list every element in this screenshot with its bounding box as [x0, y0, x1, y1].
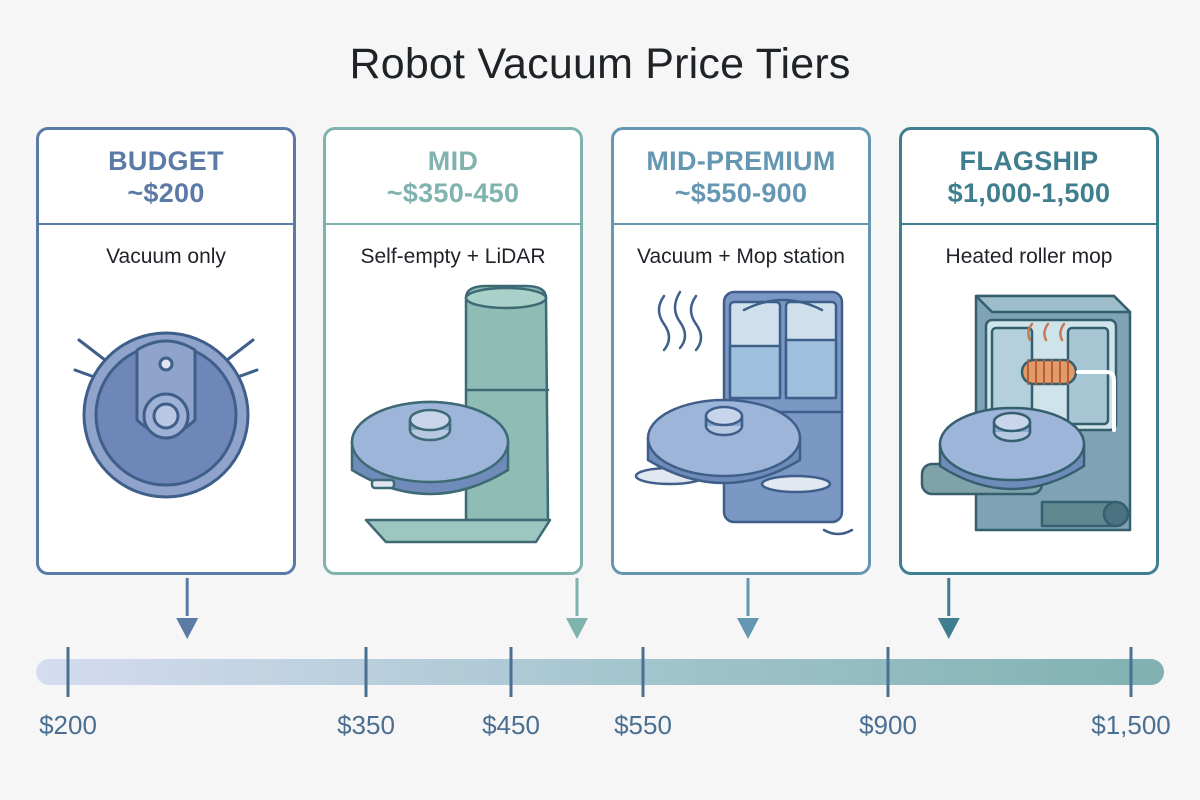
tier-card-budget: BUDGET ~$200 Vacuum only [36, 127, 296, 575]
tier-card-flagship: FLAGSHIP $1,000-1,500 Heated roller mop [899, 127, 1159, 575]
tier-price: ~$550-900 [674, 177, 808, 208]
mop-station-icon [634, 290, 854, 536]
page-title: Robot Vacuum Price Tiers [349, 40, 851, 88]
tier-card-mid-premium: MID-PREMIUM ~$550-900 Vacuum + Mop stati… [611, 127, 871, 575]
tier-pointer-arrow [737, 578, 759, 639]
tier-name: FLAGSHIP [959, 145, 1099, 176]
tier-name: BUDGET [108, 145, 224, 176]
tier-pointer-arrow [937, 578, 960, 639]
tier-card-mid: MID ~$350-450 Self-empty + LiDAR [323, 127, 583, 575]
tier-feature: Self-empty + LiDAR [360, 245, 546, 268]
tier-feature: Vacuum only [106, 245, 226, 268]
timeline-price-label: $450 [482, 710, 540, 740]
tier-card-header: MID ~$350-450 [326, 130, 580, 225]
tier-feature: Heated roller mop [945, 245, 1113, 268]
tier-name: MID-PREMIUM [646, 145, 836, 176]
tier-price: $1,000-1,500 [947, 177, 1111, 208]
price-timeline [36, 578, 1164, 697]
timeline-price-label: $1,500 [1091, 710, 1171, 740]
timeline-price-label: $550 [614, 710, 672, 740]
tier-pointer-arrow [566, 578, 588, 639]
tier-card-header: MID-PREMIUM ~$550-900 [614, 130, 868, 225]
heated-roller-mop-icon [920, 294, 1132, 532]
tier-pointer-arrow [176, 578, 199, 639]
tier-name: MID [427, 145, 479, 176]
tier-price: ~$200 [127, 177, 205, 208]
tier-card-header: FLAGSHIP $1,000-1,500 [902, 130, 1156, 225]
tier-feature: Vacuum + Mop station [637, 245, 845, 268]
timeline-bar [36, 659, 1164, 685]
tier-price: ~$350-450 [386, 177, 520, 208]
timeline-price-label: $200 [39, 710, 97, 740]
timeline-price-label: $900 [859, 710, 917, 740]
self-empty-dock-icon [350, 284, 552, 544]
timeline-price-label: $350 [337, 710, 395, 740]
tier-card-header: BUDGET ~$200 [39, 130, 293, 225]
robot-vacuum-icon [73, 331, 259, 499]
